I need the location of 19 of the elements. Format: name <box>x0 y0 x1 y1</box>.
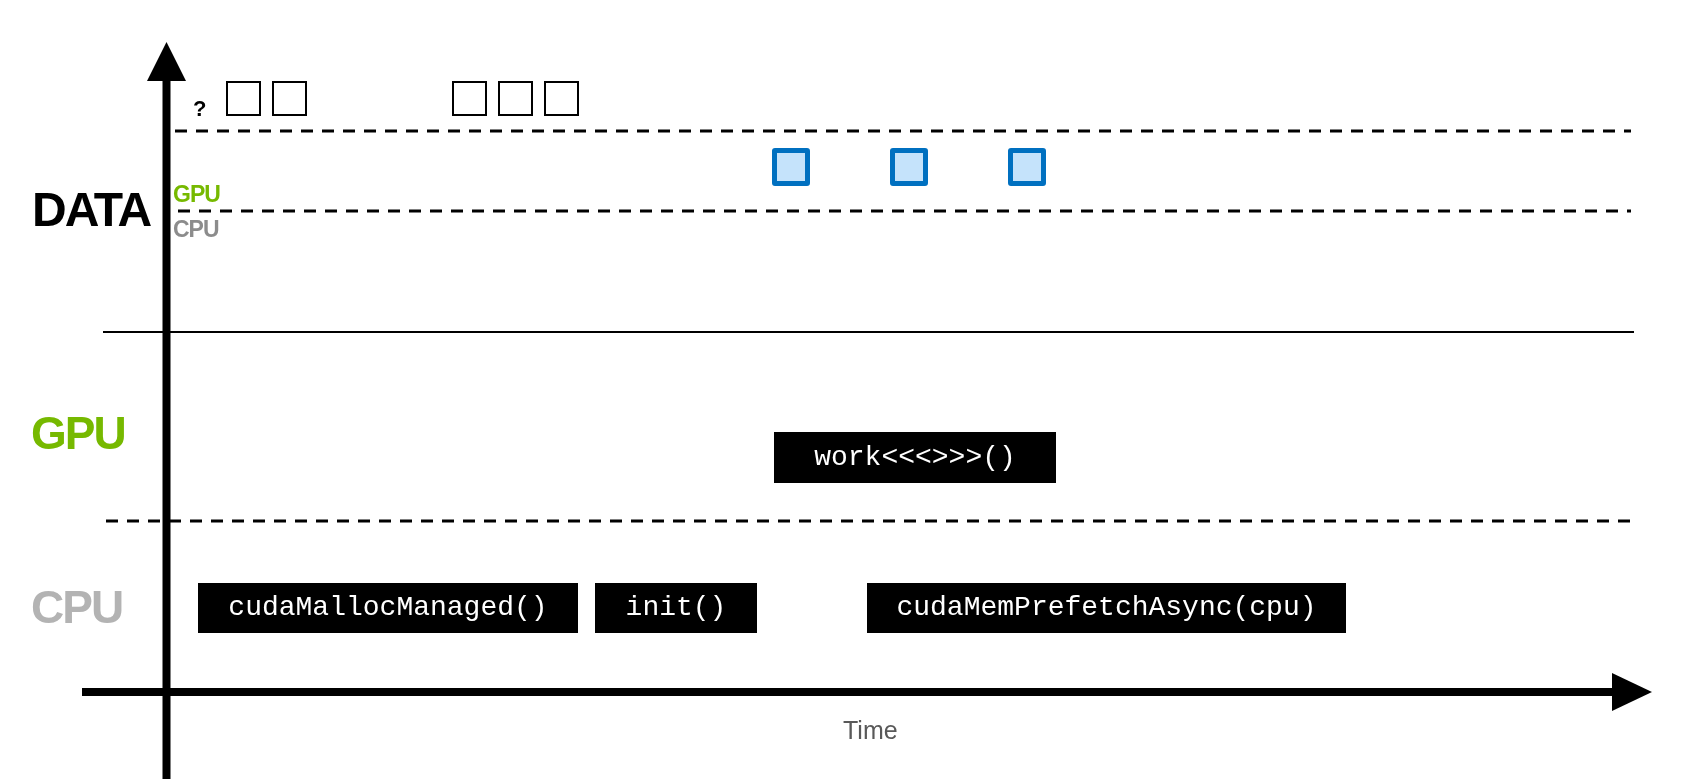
page-square <box>772 148 810 186</box>
lane-label: GPU <box>31 410 125 456</box>
page-square <box>544 81 579 116</box>
question-mark: ? <box>193 98 207 120</box>
page-square <box>272 81 307 116</box>
lane-label: DATA <box>32 186 151 234</box>
sublane-label: CPU <box>173 218 219 241</box>
lane-label: CPU <box>31 584 123 630</box>
function-call-block: init() <box>595 583 757 633</box>
page-square <box>1008 148 1046 186</box>
page-square <box>452 81 487 116</box>
function-call-block: cudaMemPrefetchAsync(cpu) <box>867 583 1346 633</box>
page-square <box>226 81 261 116</box>
axis-title: Time <box>843 718 898 743</box>
function-call-block: work<<<>>>() <box>774 432 1056 483</box>
page-square <box>890 148 928 186</box>
sublane-label: GPU <box>173 183 220 206</box>
function-call-block: cudaMallocManaged() <box>198 583 578 633</box>
page-square <box>498 81 533 116</box>
